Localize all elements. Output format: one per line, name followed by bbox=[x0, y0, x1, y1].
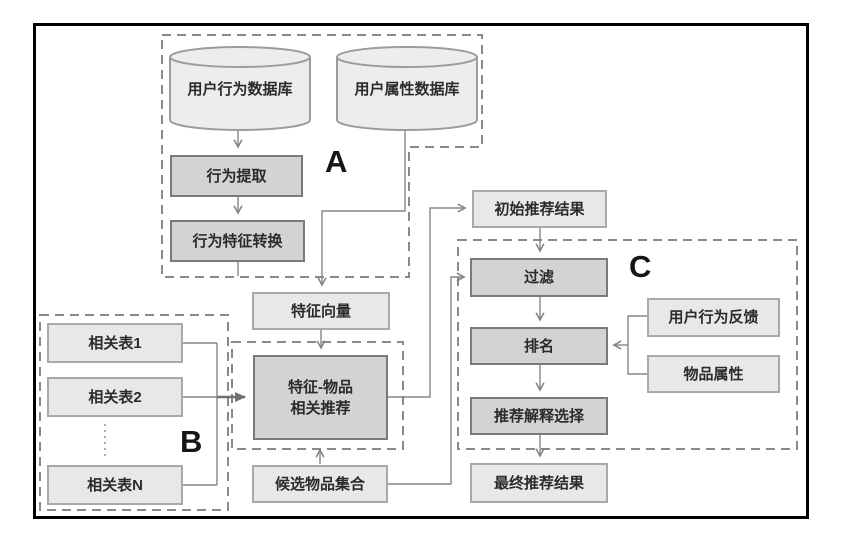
node-filter: 过滤 bbox=[470, 258, 608, 297]
node-behavior-feature-conversion: 行为特征转换 bbox=[170, 220, 305, 262]
node-explanation-selection: 推荐解释选择 bbox=[470, 397, 608, 435]
node-related-table-n: 相关表N bbox=[47, 465, 183, 505]
group-b-outline bbox=[39, 314, 229, 511]
node-candidate-item-set: 候选物品集合 bbox=[252, 465, 388, 503]
edge-feature-item-to-initial bbox=[388, 203, 467, 398]
node-feature-item-recommendation: 特征-物品 相关推荐 bbox=[253, 355, 388, 440]
group-c-label: C bbox=[629, 249, 652, 284]
database-cylinder-behavior bbox=[169, 46, 311, 131]
group-c-outline bbox=[457, 239, 798, 450]
node-initial-recommendation-results: 初始推荐结果 bbox=[472, 190, 607, 228]
group-a-label: A bbox=[325, 144, 348, 179]
node-user-behavior-feedback: 用户行为反馈 bbox=[647, 298, 780, 337]
outer-border bbox=[33, 23, 809, 519]
node-final-recommendation-results: 最终推荐结果 bbox=[470, 463, 608, 503]
database-cylinder-behavior-rim bbox=[169, 56, 311, 68]
database-cylinder-attribute-rim bbox=[336, 56, 478, 68]
group-b-label: B bbox=[180, 424, 203, 459]
db-attribute-label: 用户属性数据库 bbox=[354, 81, 460, 98]
node-feature-vector: 特征向量 bbox=[252, 292, 390, 330]
edge-db-attr-to-feature-vector bbox=[317, 131, 406, 287]
node-item-attributes: 物品属性 bbox=[647, 355, 780, 393]
node-related-table-1: 相关表1 bbox=[47, 323, 183, 363]
database-cylinder-attribute bbox=[336, 46, 478, 131]
edge-feedback-itemattr-bracket bbox=[627, 315, 647, 375]
group-a-outline bbox=[161, 34, 483, 278]
group-feature-item-outline bbox=[231, 341, 404, 450]
edge-candidates-to-filter bbox=[388, 272, 466, 485]
node-behavior-extraction: 行为提取 bbox=[170, 155, 303, 197]
node-ranking: 排名 bbox=[470, 327, 608, 365]
edge-tables-collector bbox=[183, 342, 218, 486]
node-related-table-2: 相关表2 bbox=[47, 377, 183, 417]
db-behavior-label: 用户行为数据库 bbox=[187, 81, 293, 98]
